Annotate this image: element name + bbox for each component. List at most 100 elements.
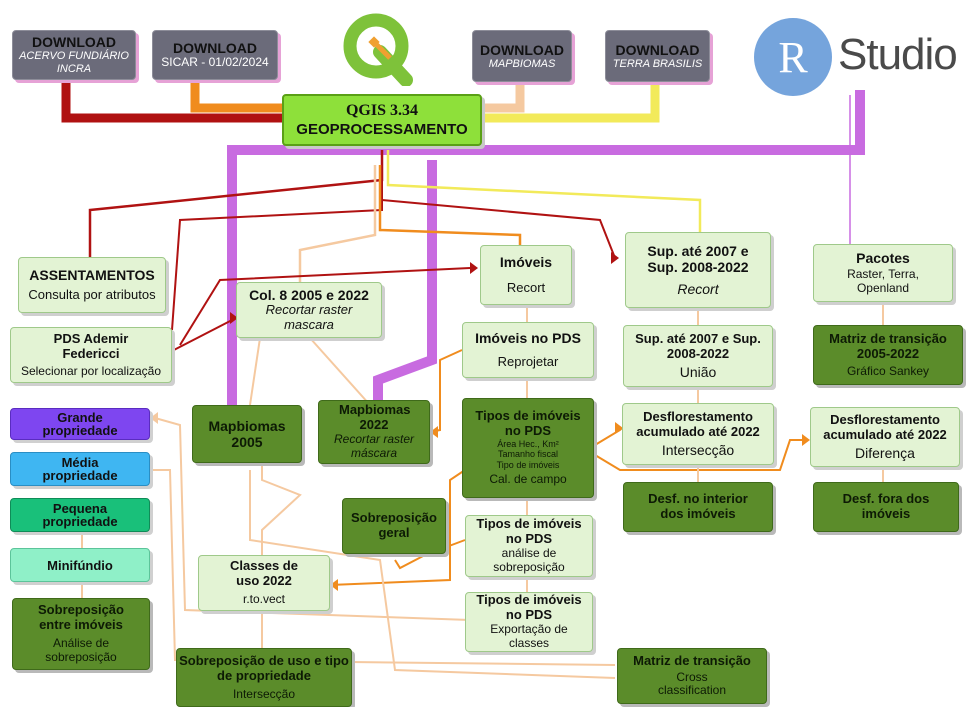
matriz-transicao-box: Matriz de transição 2005-2022 Gráfico Sa… [813,325,963,385]
matriz-cross-box: Matriz de transição Cross classification [617,648,767,704]
sup2-box: Sup. até 2007 e Sup. 2008-2022 União [623,325,773,387]
grande-propriedade-box: Grande propriedade [10,408,150,440]
qgis-to-imoveis [378,165,522,250]
arrowhead-grande [150,412,158,424]
col8-to-mapbiomas2022 [309,337,371,406]
qgis-to-sup-yellow [386,150,702,232]
mapbiomas-2022-box: Mapbiomas 2022 Recortar raster máscara [318,400,430,464]
tipos-imoveis-desc: Cal. de campo [489,472,567,487]
desf-fora-title: Desf. fora dos imóveis [842,491,930,521]
col8-to-mapbiomas2005 [249,337,261,406]
col8-title: Col. 8 2005 e 2022 [249,287,369,304]
tipos-imoveis-sobreposicao-title: Tipos de imóveis no PDS [476,516,582,547]
feed-sicar-line [190,78,284,113]
rstudio-r-icon: R [754,18,832,96]
mapbiomas-2005-box: Mapbiomas 2005 [192,405,302,463]
download-mapbiomas-box: DOWNLOAD MAPBIOMAS [472,30,572,82]
classes-uso-box: Classes de uso 2022 r.to.vect [198,555,330,611]
download-terra-box: DOWNLOAD TERRA BRASILIS [605,30,710,82]
download-sicar-sub: SICAR - 01/02/2024 [161,55,269,70]
sup1-box: Sup. até 2007 e Sup. 2008-2022 Recort [625,232,771,308]
pequena-propriedade-box: Pequena propriedade [10,498,150,532]
download-mapbiomas-title: DOWNLOAD [480,41,564,58]
mapbiomas-to-matriz2 [249,470,616,679]
pacotes-title: Pacotes [856,250,910,267]
sup1-desc: Recort [677,281,719,298]
pds-ademir-desc: Selecionar por localização [20,363,162,378]
download-sicar-box: DOWNLOAD SICAR - 01/02/2024 [152,30,278,80]
qgis-to-sup [381,199,616,259]
desf-interior-title: Desf. no interior dos imóveis [648,491,748,521]
col8-desc: Recortar raster mascara [265,302,353,333]
tipos-imoveis-sobreposicao-box: Tipos de imóveis no PDS análise de sobre… [465,515,593,577]
download-incra-title: DOWNLOAD [32,34,116,51]
classes-uso-desc: r.to.vect [242,592,286,607]
matriz-transicao-title: Matriz de transição 2005-2022 [829,330,947,361]
arrowhead-desflorest [615,422,623,434]
desf-fora-box: Desf. fora dos imóveis [813,482,959,532]
feed-incra-line [61,80,284,123]
tipos-imoveis-title: Tipos de imóveis no PDS [475,408,581,439]
mapbiomas2005-to-classes [261,465,302,555]
col8-box: Col. 8 2005 e 2022 Recortar raster masca… [236,282,382,338]
tipos-imoveis-detail-1: Área Hec., Km² [497,439,559,450]
desflorestamento-diferenca-desc: Diferença [855,444,915,461]
pds-ademir-box: PDS Ademir Federicci Selecionar por loca… [10,327,172,383]
desflorestamento-interseccao-box: Desflorestamento acumulado até 2022 Inte… [622,403,774,465]
qgis-to-assentamentos [88,150,384,258]
qgis-logo-icon [343,13,413,86]
rstudio-bus-line [227,90,865,405]
rstudio-logo: R Studio [754,18,968,98]
arrowhead-sup [611,252,619,264]
mapbiomas-2022-title: Mapbiomas 2022 [339,402,411,433]
assentamentos-box: ASSENTAMENTOS Consulta por atributos [18,257,166,313]
sobreposicao-geral-box: Sobreposição geral [342,498,446,554]
download-terra-title: DOWNLOAD [615,41,700,58]
grande-propriedade-label: Grande propriedade [42,410,118,438]
qgis-to-col8 [298,165,377,282]
download-incra-box: DOWNLOAD ACERVO FUNDIÁRIO INCRA [12,30,136,80]
rstudio-bus-line-2 [373,160,437,405]
qgis-subtitle: GEOPROCESSAMENTO [296,120,468,138]
arrowhead-imoveis [470,262,478,274]
qgis-box: QGIS 3.34 GEOPROCESSAMENTO [282,94,482,146]
tipos-imoveis-sobreposicao-desc: análise de sobreposição [493,546,565,574]
tipos-imoveis-detail-2: Tamanho fiscal [497,449,559,460]
media-to-matriz2 [150,469,616,666]
sup2-title: Sup. até 2007 e Sup. 2008-2022 [635,331,761,361]
sobreposicao-uso-desc: Intersecção [232,686,296,701]
desflorestamento-diferenca-title: Desflorestamento acumulado até 2022 [823,412,947,442]
desf-interior-box: Desf. no interior dos imóveis [623,482,773,532]
desflorestamento-diferenca-box: Desflorestamento acumulado até 2022 Dife… [810,407,960,467]
arrowhead-col8 [230,312,238,324]
tipos-imoveis-box: Tipos de imóveis no PDS Área Hec., Km² T… [462,398,594,498]
pds-to-col8 [169,317,237,353]
imoveis-box: Imóveis Recort [480,245,572,305]
grande-to-tipos3 [154,417,471,621]
matriz-transicao-desc: Gráfico Sankey [846,363,930,378]
qgis-version: QGIS 3.34 [345,102,418,120]
tipos-imoveis-exportacao-desc: Exportação de classes [490,622,568,650]
mapbiomas-2005-title: Mapbiomas 2005 [208,417,286,450]
sobreposicao-geral-title: Sobreposição geral [351,510,437,540]
media-propriedade-label: Média propriedade [42,455,118,483]
sobreposicao-imoveis-desc: Análise de sobreposição [45,636,117,664]
arrowhead-classes [330,579,338,591]
feed-mapbiomas-line [480,82,525,113]
tipos-to-desflorest2 [594,439,808,471]
pequena-propriedade-label: Pequena propriedade [42,501,118,529]
pacotes-desc: Raster, Terra, Openland [847,267,919,296]
imoveis-desc: Recort [506,279,546,295]
sup2-desc: União [679,363,717,380]
sobreposicao-uso-box: Sobreposição de uso e tipo de propriedad… [176,648,352,707]
pds-to-imoveis [179,267,471,346]
pacotes-box: Pacotes Raster, Terra, Openland [813,244,953,302]
sup1-title: Sup. até 2007 e Sup. 2008-2022 [647,242,749,275]
assentamentos-title: ASSENTAMENTOS [29,266,155,283]
arrowhead-desflorest2 [802,434,810,446]
imoveis-pds-desc: Reprojetar [497,353,559,369]
imoveis-pds-title: Imóveis no PDS [475,330,581,347]
imoveis-pds-box: Imóveis no PDS Reprojetar [462,322,594,378]
